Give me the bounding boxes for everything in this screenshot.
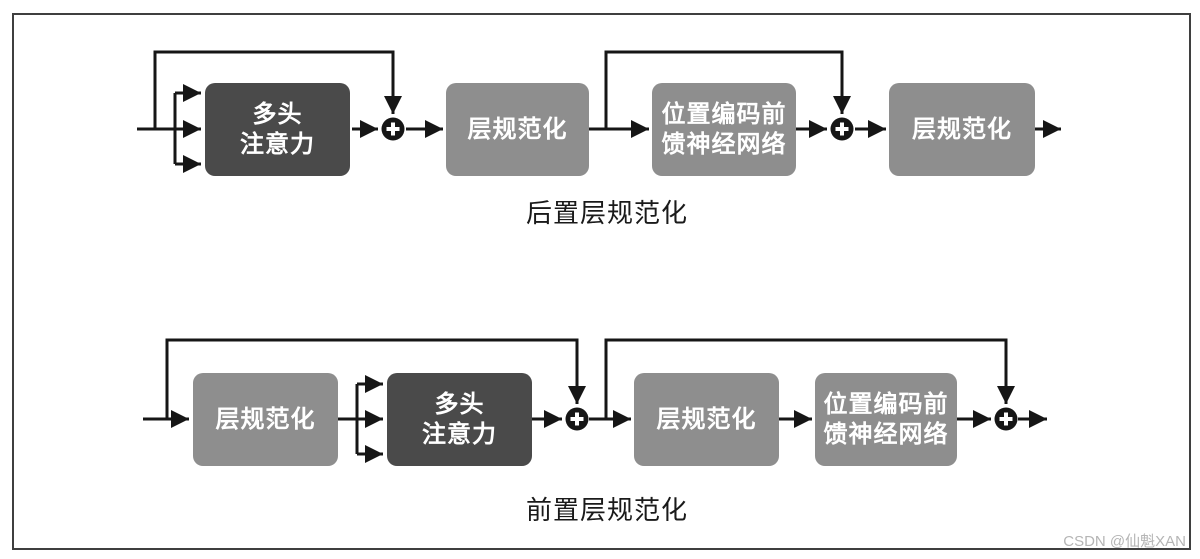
pre-norm-box-position-ffn: 位置编码前 馈神经网络	[815, 373, 957, 466]
skip-connection-ffn	[604, 50, 851, 129]
add-circle-icon	[381, 117, 405, 141]
post-norm-box-layer-norm-1: 层规范化	[446, 83, 589, 176]
watermark: CSDN @仙魁XAN	[1063, 533, 1186, 550]
skip-connection-ffn	[604, 338, 1015, 419]
skip-connection-attention	[165, 338, 586, 419]
caption-post-norm: 后置层规范化	[525, 198, 688, 228]
pre-norm-box-layer-norm-2: 层规范化	[634, 373, 779, 466]
pre-norm-box-layer-norm-1: 层规范化	[193, 373, 338, 466]
add-circle-icon	[565, 407, 589, 431]
box-label: 层规范化	[656, 405, 757, 433]
post-norm-wires	[137, 50, 1061, 173]
box-label: 位置编码前 馈神经网络	[661, 100, 787, 158]
box-label: 层规范化	[215, 405, 316, 433]
caption-pre-norm: 前置层规范化	[525, 495, 688, 525]
box-label: 位置编码前 馈神经网络	[823, 390, 949, 448]
post-norm-box-position-ffn: 位置编码前 馈神经网络	[652, 83, 796, 176]
pre-norm-box-multi-head-attention: 多头 注意力	[387, 373, 532, 466]
figure-border	[12, 13, 1191, 550]
skip-connection-attention	[153, 50, 402, 129]
add-circle-icon	[830, 117, 854, 141]
add-circle-icon	[994, 407, 1018, 431]
box-label: 层规范化	[467, 115, 568, 143]
post-norm-box-layer-norm-2: 层规范化	[889, 83, 1035, 176]
post-norm-box-multi-head-attention: 多头 注意力	[205, 83, 350, 176]
box-label: 多头 注意力	[422, 390, 497, 448]
pre-norm-wires	[143, 338, 1047, 463]
box-label: 层规范化	[912, 115, 1012, 143]
box-label: 多头 注意力	[240, 100, 315, 158]
